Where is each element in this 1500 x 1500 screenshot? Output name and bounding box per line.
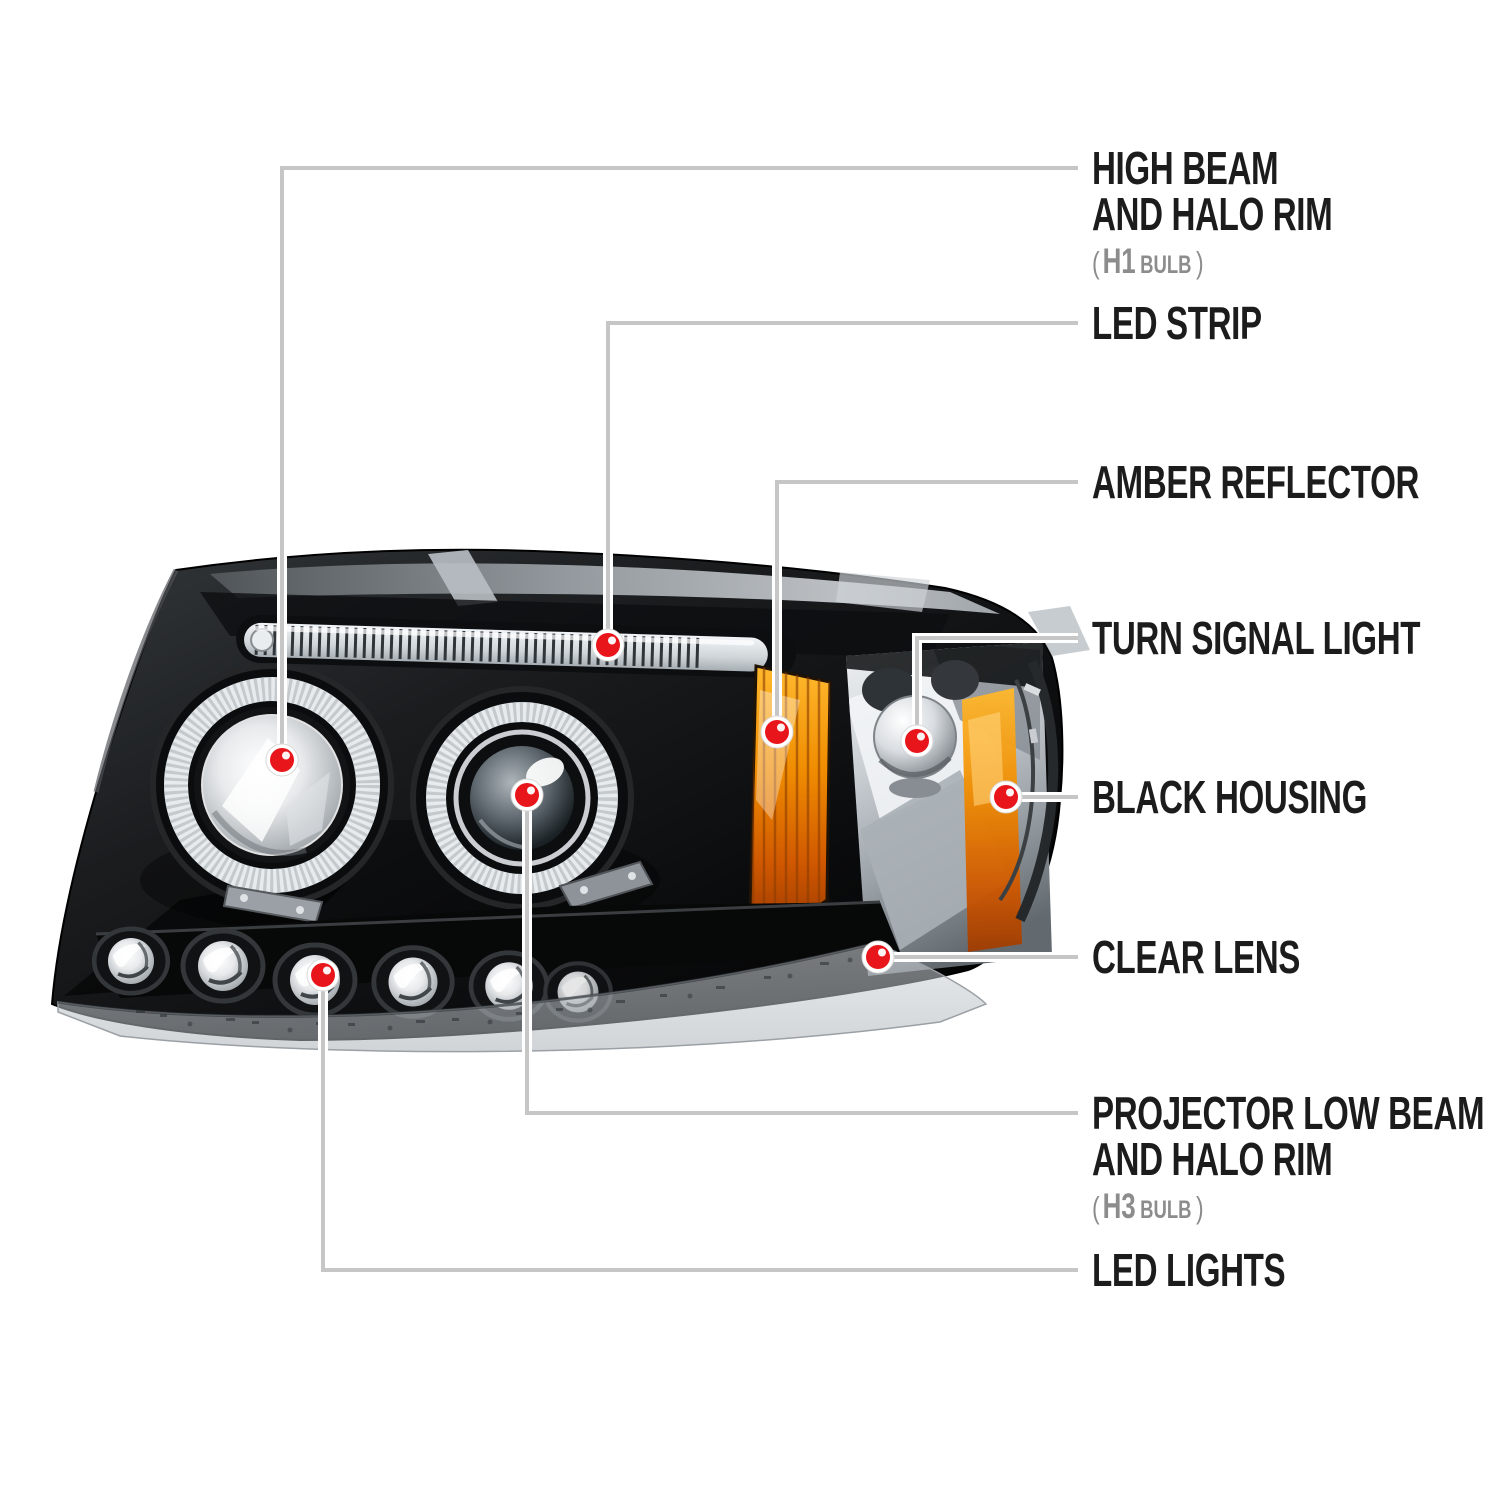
halo-ring-high-beam: [164, 677, 380, 893]
part-high-beam: [150, 663, 394, 924]
